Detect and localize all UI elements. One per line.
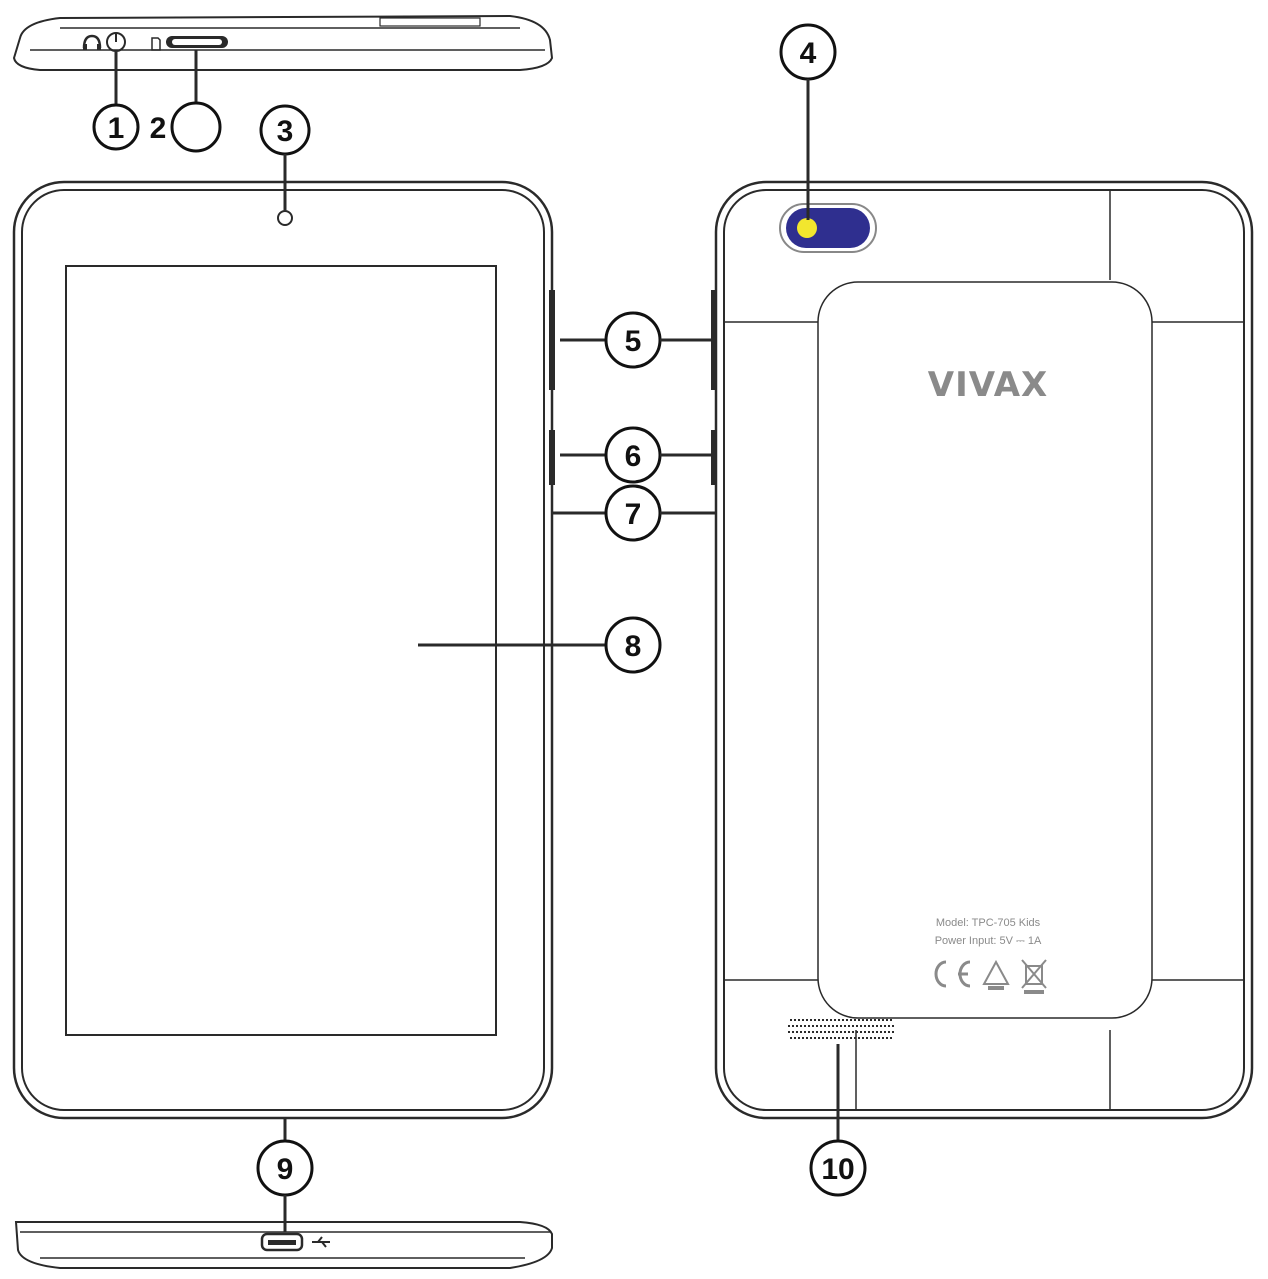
touch-screen (65, 265, 497, 1036)
ce-mark-icon (934, 960, 971, 988)
sd-card-icon (151, 37, 161, 51)
callout-8: 8 (604, 616, 662, 674)
callout-8-label: 8 (625, 630, 642, 663)
rear-camera (779, 203, 877, 253)
callout-10-label: 10 (821, 1153, 854, 1186)
model-text: Model: TPC-705 Kids (936, 917, 1041, 929)
callout-4-label: 4 (800, 37, 817, 70)
bottom-edge-view (14, 1221, 553, 1269)
callout-3: 3 (259, 104, 311, 210)
tablet-back: VIVAX Model: TPC-705 Kids Power Input: 5… (711, 180, 1254, 1142)
recycling-icon (982, 959, 1010, 990)
callout-1-label: 1 (108, 112, 125, 145)
callout-6: 6 (604, 426, 662, 484)
headphone-icon (82, 34, 102, 50)
front-camera (277, 210, 293, 226)
callout-7-label: 7 (625, 498, 642, 531)
callout-4: 4 (779, 23, 837, 220)
headphone-jack (106, 32, 126, 52)
callout-5-label: 5 (625, 325, 642, 358)
usb-symbol-icon (312, 1236, 330, 1248)
callout-9: 9 (256, 1118, 314, 1232)
callout-2-label: 2 (150, 112, 167, 145)
top-edge-view (12, 14, 554, 108)
sd-card-slot (166, 36, 228, 48)
back-label-plate (817, 281, 1153, 1019)
weee-bin-icon (1021, 959, 1047, 994)
callout-6-label: 6 (625, 440, 642, 473)
tablet-front (12, 180, 555, 1120)
callout-9-label: 9 (277, 1153, 294, 1186)
power-input-text: Power Input: 5V ⎓ 1A (935, 935, 1042, 947)
brand-logo-text: VIVAX (928, 365, 1049, 405)
callout-3-label: 3 (277, 115, 294, 148)
callout-1: 1 (92, 103, 140, 151)
callout-7: 7 (604, 484, 662, 542)
callout-5: 5 (604, 311, 662, 369)
callout-10: 10 (809, 1139, 867, 1197)
callout-2: 2 (150, 101, 222, 153)
micro-usb-port (260, 1232, 304, 1252)
speaker-grille (788, 1019, 896, 1039)
